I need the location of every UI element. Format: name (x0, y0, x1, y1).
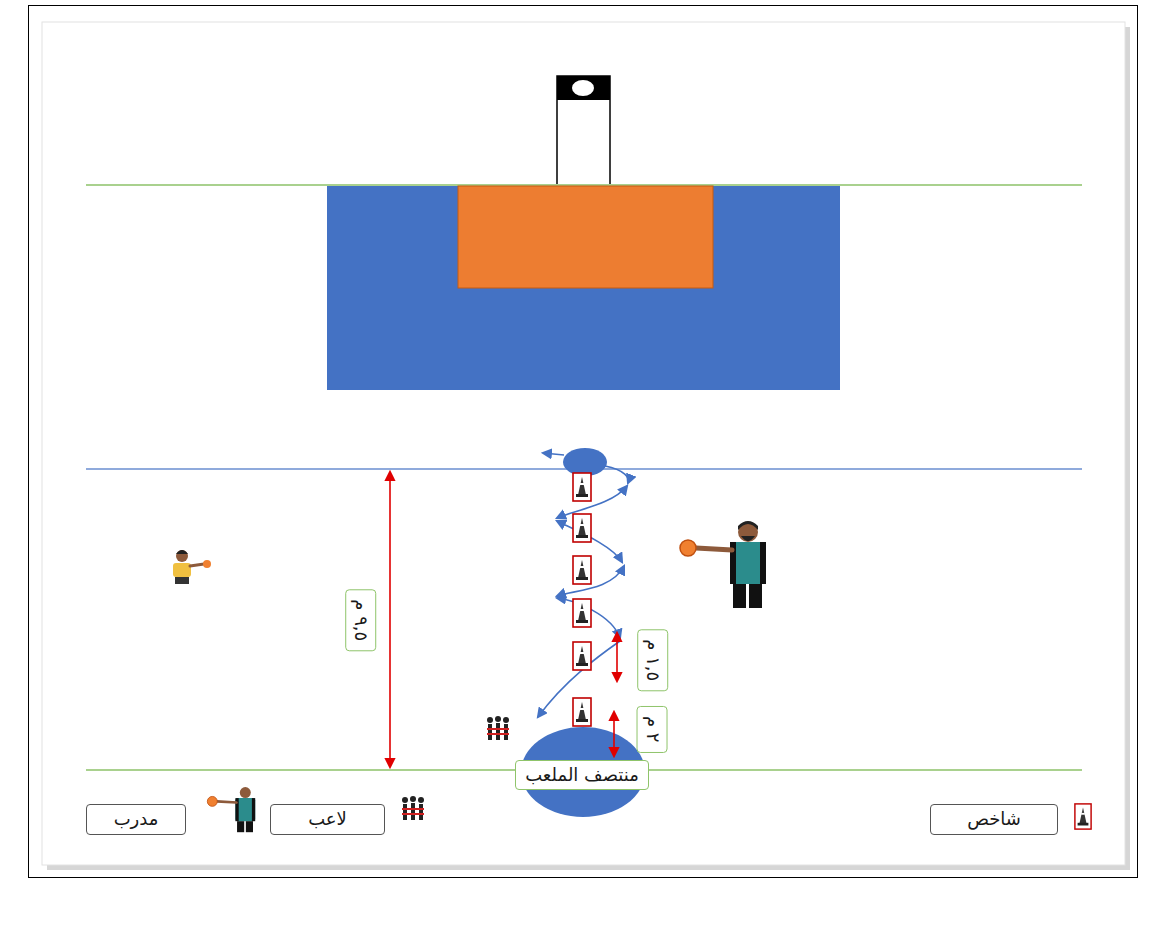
legend-entry: مدرب (86, 804, 186, 835)
cone (573, 599, 591, 627)
player-group-icon (402, 796, 424, 820)
goal-ball (572, 80, 594, 96)
legend-text: لاعب (308, 808, 347, 831)
goal (557, 76, 610, 186)
target-spot (563, 448, 607, 476)
cone-icon (1075, 804, 1091, 829)
dimension-label: ٩,٥ م (346, 589, 377, 651)
label-text: ١,٥ م (642, 639, 665, 681)
player-figure (173, 550, 211, 584)
cone (573, 642, 591, 670)
dimension-arrow (613, 712, 615, 756)
legend-entry: لاعب (270, 804, 385, 835)
path-segment (557, 598, 620, 638)
inner-area (458, 186, 713, 288)
legend-entry: شاخص (930, 804, 1058, 835)
dimension-arrow (616, 633, 618, 681)
goal-area (327, 186, 840, 390)
goal-top (557, 76, 610, 100)
dimension-label: ١,٥ م (638, 629, 669, 691)
cone-row (573, 473, 591, 726)
label-text: ٢ م (641, 716, 664, 743)
coach-icon (207, 787, 255, 832)
legend-text: شاخص (967, 808, 1021, 831)
legend-text: مدرب (114, 808, 159, 831)
dimension-label: ٢ م (637, 706, 668, 753)
cone (573, 556, 591, 584)
path-segment (557, 486, 627, 518)
area-label: منتصف الملعب (515, 760, 649, 791)
label-text: منتصف الملعب (525, 764, 639, 787)
referee-figure (680, 521, 766, 608)
path-segment (543, 453, 564, 455)
outer-frame (29, 6, 1138, 878)
path-segment (605, 466, 628, 483)
cone (573, 473, 591, 501)
label-text: ٩,٥ م (350, 599, 373, 641)
panel (42, 22, 1125, 865)
cone (573, 698, 591, 726)
player-group-icon (487, 716, 509, 740)
dimension-arrow (389, 472, 391, 767)
dribble-path (538, 453, 628, 717)
center-circle (521, 727, 645, 817)
cone (573, 514, 591, 542)
